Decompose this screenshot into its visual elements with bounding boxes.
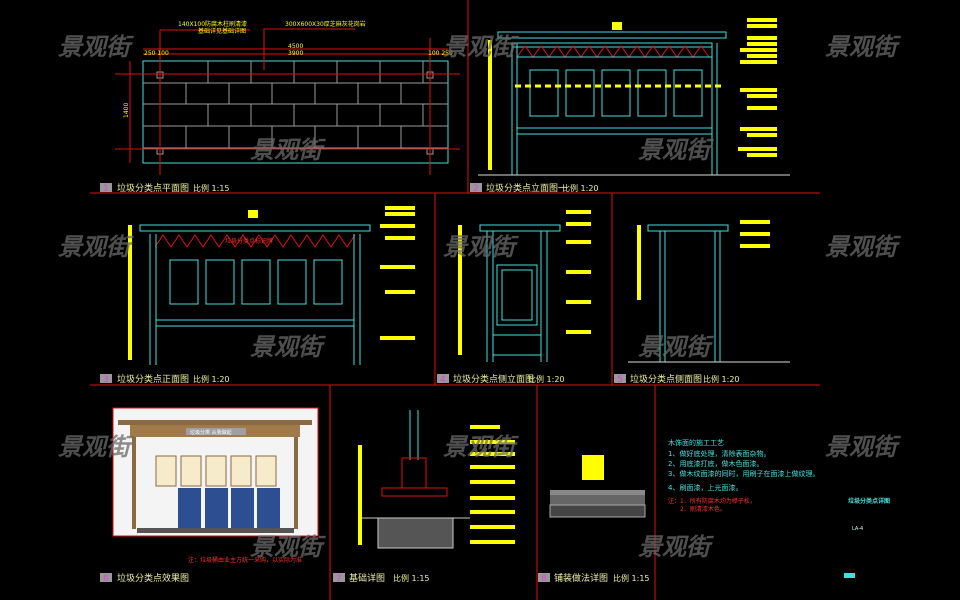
svg-text:景观街: 景观街 [58,433,134,461]
svg-text:比例 1:20: 比例 1:20 [193,374,230,384]
svg-text:8: 8 [541,574,547,584]
rendering-photo: 垃圾分类 从我做起 注：垃圾桶由业主方统一采购，以实际为准 [112,407,319,564]
svg-text:比例 1:20: 比例 1:20 [562,183,599,193]
trash-bins [178,488,280,530]
note-3: 3、做木纹面漆的同时，用刷子在面漆上做纹理。 [668,469,819,478]
panel-title-6: 6 垃圾分类点效果图 [100,572,189,584]
svg-text:景观街: 景观街 [58,33,134,61]
svg-text:景观街: 景观街 [638,533,714,561]
svg-text:比例 1:15: 比例 1:15 [193,183,230,193]
panel-title-8: 8 铺装做法详图比例 1:15 [538,572,650,584]
svg-text:景观街: 景观街 [825,433,901,461]
red-note-2: 2、刷清漆木色。 [680,505,726,513]
panel-title-1: 1 垃圾分类点平面图比例 1:15 [100,182,230,194]
svg-text:7: 7 [336,574,342,584]
note-1: 1、做好底处理，清除表面杂物。 [668,449,770,458]
notes-heading: 木饰面的施工工艺 [668,438,724,447]
svg-text:3: 3 [103,375,109,385]
svg-text:景观街: 景观街 [443,33,519,61]
svg-text:景观街: 景观街 [638,136,714,164]
svg-text:比例 1:20: 比例 1:20 [528,374,565,384]
svg-text:景观街: 景观街 [825,33,901,61]
dim-total: 4500 [288,43,303,50]
svg-text:6: 6 [103,574,109,584]
svg-text:垃圾分类点立面图一: 垃圾分类点立面图一 [486,182,567,194]
svg-text:景观街: 景观街 [250,533,326,561]
paving-detail [549,455,646,518]
svg-text:比例 1:15: 比例 1:15 [393,573,430,583]
svg-text:比例 1:15: 比例 1:15 [613,573,650,583]
note-4: 4、刷面漆，上光面漆。 [668,483,742,492]
svg-text:5: 5 [617,375,623,385]
svg-text:铺装做法详图: 铺装做法详图 [554,572,608,584]
front-sign-label: 垃圾分类点标识牌 [225,237,273,245]
panel-title-5: 5 垃圾分类点侧面图比例 1:20 [614,373,740,385]
svg-text:比例 1:20: 比例 1:20 [703,374,740,384]
svg-text:垃圾分类点正面图: 垃圾分类点正面图 [117,373,189,385]
svg-text:景观街: 景观街 [250,333,326,361]
svg-text:垃圾分类点平面图: 垃圾分类点平面图 [117,182,189,194]
panel-title-3: 3 垃圾分类点正面图比例 1:20 [100,373,230,385]
title-block: 垃圾分类点详图 LA-4 [844,497,890,578]
plan-callout-1-line1: 140X100防腐木柱刷清漆 [178,20,247,28]
watermarks: 景观街景观街景观街 景观街景观街 景观街景观街景观街 景观街景观街 景观街景观街… [58,33,901,561]
drawing-name: 垃圾分类点详图 [848,497,890,505]
photo-note: 注：垃圾桶由业主方统一采购，以实际为准 [188,556,302,564]
svg-text:基础详图: 基础详图 [349,572,385,584]
svg-text:1: 1 [103,184,109,194]
dim-right: 100 250 [428,50,453,57]
side-view [628,220,790,363]
plan-view: 140X100防腐木柱刷清漆 基础详见基础详图 300X600X30厚芝麻灰花岗… [115,20,460,175]
side-elevation-view [458,210,591,362]
svg-text:垃圾分类点侧立面图: 垃圾分类点侧立面图 [453,373,534,385]
note-2: 2、用底漆打底，做木色面漆。 [668,459,763,468]
svg-text:垃圾分类点效果图: 垃圾分类点效果图 [117,572,189,584]
svg-text:4: 4 [440,375,446,385]
elevation-view-1 [478,18,790,176]
foundation-detail [358,410,515,549]
red-note-1: 注：1、所有防腐木均为樟子松， [668,497,756,505]
svg-text:景观街: 景观街 [825,233,901,261]
sheet-frame [90,0,820,600]
construction-notes: 木饰面的施工工艺 1、做好底处理，清除表面杂物。 2、用底漆打底，做木色面漆。 … [668,438,819,513]
svg-text:2: 2 [473,184,479,194]
svg-text:景观街: 景观街 [443,433,519,461]
plan-callout-2: 300X600X30厚芝麻灰花岗岩 [285,20,366,28]
svg-text:景观街: 景观街 [58,233,134,261]
svg-text:垃圾分类点侧面图: 垃圾分类点侧面图 [630,373,702,385]
plan-callout-1-line2: 基础详见基础详图 [198,27,246,35]
dim-left: 250 100 [144,50,169,57]
svg-text:景观街: 景观街 [250,136,326,164]
front-view: 垃圾分类点标识牌 [128,206,415,365]
drawing-code: LA-4 [852,526,863,532]
dim-height: 1400 [123,103,130,118]
svg-text:景观街: 景观街 [443,233,519,261]
panel-title-7: 7 基础详图比例 1:15 [333,572,430,584]
photo-sign-text: 垃圾分类 从我做起 [190,429,232,436]
svg-text:景观街: 景观街 [638,333,714,361]
dim-inner: 3900 [288,50,303,57]
